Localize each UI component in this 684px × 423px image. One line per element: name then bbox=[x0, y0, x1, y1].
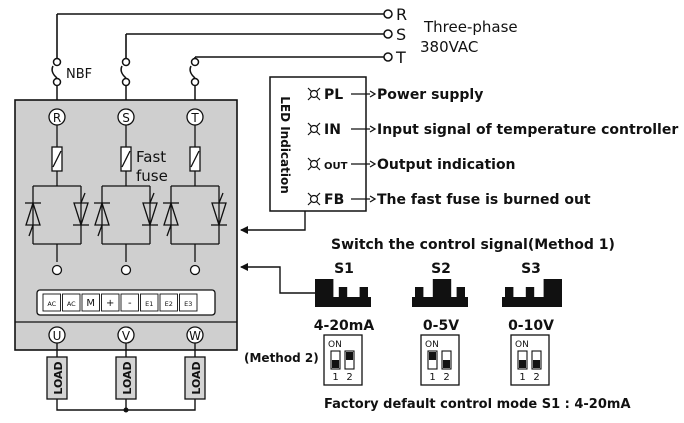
led-description: Power supply bbox=[377, 87, 483, 103]
strip-terminal bbox=[101, 293, 120, 312]
fuse-label-line2: fuse bbox=[136, 167, 168, 185]
load-1-label: LOAD bbox=[52, 361, 65, 394]
fuse-label-line1: Fast bbox=[136, 148, 166, 166]
terminal-w-label: W bbox=[189, 329, 201, 343]
terminal-v-label: V bbox=[122, 329, 131, 343]
dip-position-label: 2 bbox=[346, 372, 352, 383]
switch-name: S3 bbox=[521, 261, 541, 277]
led-description: Input signal of temperature controller bbox=[377, 122, 678, 138]
strip-terminal bbox=[120, 293, 139, 312]
method2-label: (Method 2) bbox=[244, 351, 319, 365]
led-lamp-icon bbox=[309, 194, 319, 204]
strip-terminal bbox=[81, 293, 100, 312]
load-2-label: LOAD bbox=[121, 361, 134, 394]
led-panel-title: LED Indication bbox=[278, 96, 292, 194]
terminal-u-label: U bbox=[53, 329, 62, 343]
led-panel bbox=[269, 76, 367, 212]
breaker-symbols bbox=[51, 57, 200, 100]
strip-terminal bbox=[140, 293, 159, 312]
strip-terminal-label: E2 bbox=[165, 300, 173, 308]
strip-terminal bbox=[179, 293, 198, 312]
load-1 bbox=[46, 356, 68, 400]
terminal-strip-cells: AC AC M + - E1 E2 E3 bbox=[42, 293, 198, 312]
dip-on-label: ON bbox=[328, 340, 342, 350]
dip-position-label: 2 bbox=[443, 372, 449, 383]
switch-section-title: Switch the control signal(Method 1) bbox=[331, 237, 615, 253]
phase-circuits bbox=[32, 125, 220, 276]
strip-terminal-label: E3 bbox=[184, 300, 192, 308]
supply-terminal-t bbox=[383, 52, 393, 62]
top-terminals bbox=[48, 108, 204, 126]
dip-position-label: 1 bbox=[332, 372, 338, 383]
strip-terminal bbox=[42, 293, 61, 312]
terminal-t-label: T bbox=[190, 111, 199, 125]
supply-label-line2: 380VAC bbox=[420, 38, 478, 56]
thyristor-symbols bbox=[25, 192, 227, 237]
strip-terminal-label: AC bbox=[47, 300, 56, 308]
switch-shape-s2 bbox=[412, 279, 468, 307]
breaker-label: NBF bbox=[66, 67, 92, 82]
supply-phase-r: R bbox=[396, 5, 407, 24]
load-3-label: LOAD bbox=[190, 361, 203, 394]
strip-terminal-label: + bbox=[106, 298, 114, 309]
switch-name: S2 bbox=[431, 261, 451, 277]
supply-terminal-r bbox=[383, 9, 393, 19]
strip-terminal-label: E1 bbox=[145, 300, 153, 308]
load-2 bbox=[115, 356, 137, 400]
dip-on-label: ON bbox=[515, 340, 529, 350]
load-neutral-node bbox=[123, 407, 129, 413]
led-lamp-icon bbox=[309, 89, 319, 99]
strip-terminal-label: M bbox=[86, 298, 95, 309]
switch-shape-s1 bbox=[315, 279, 371, 307]
dip-position-label: 2 bbox=[533, 372, 539, 383]
led-description: The fast fuse is burned out bbox=[377, 192, 591, 208]
supply-label-line1: Three-phase bbox=[423, 18, 518, 36]
connection-arrows bbox=[240, 211, 318, 294]
strip-terminal bbox=[159, 293, 178, 312]
switch-range: 0-10V bbox=[508, 318, 554, 334]
led-lamp-icon bbox=[309, 159, 319, 169]
switch-name: S1 bbox=[334, 261, 354, 277]
supply-phase-s: S bbox=[396, 25, 406, 44]
supply-phase-t: T bbox=[395, 48, 406, 67]
terminal-s-label: S bbox=[122, 111, 130, 125]
led-code: FB bbox=[324, 192, 344, 208]
switch-range: 4-20mA bbox=[314, 318, 375, 334]
strip-terminal-label: - bbox=[128, 298, 132, 309]
switch-shape-s3 bbox=[502, 279, 562, 307]
strip-terminal-label: AC bbox=[67, 300, 76, 308]
load-3 bbox=[184, 356, 206, 400]
switch-range: 0-5V bbox=[423, 318, 459, 334]
led-description: Output indication bbox=[377, 157, 516, 173]
dip-position-label: 1 bbox=[519, 372, 525, 383]
factory-default-note: Factory default control mode S1 : 4-20mA bbox=[324, 397, 631, 412]
led-lamp-icon bbox=[309, 124, 319, 134]
terminal-r-label: R bbox=[53, 111, 61, 125]
led-code: OUT bbox=[324, 161, 348, 172]
dip-on-label: ON bbox=[425, 340, 439, 350]
led-code: PL bbox=[324, 87, 343, 103]
dip-position-label: 1 bbox=[429, 372, 435, 383]
strip-terminal bbox=[62, 293, 81, 312]
supply-terminal-s bbox=[383, 29, 393, 39]
supply-wiring bbox=[56, 13, 385, 58]
led-code: IN bbox=[324, 122, 341, 138]
